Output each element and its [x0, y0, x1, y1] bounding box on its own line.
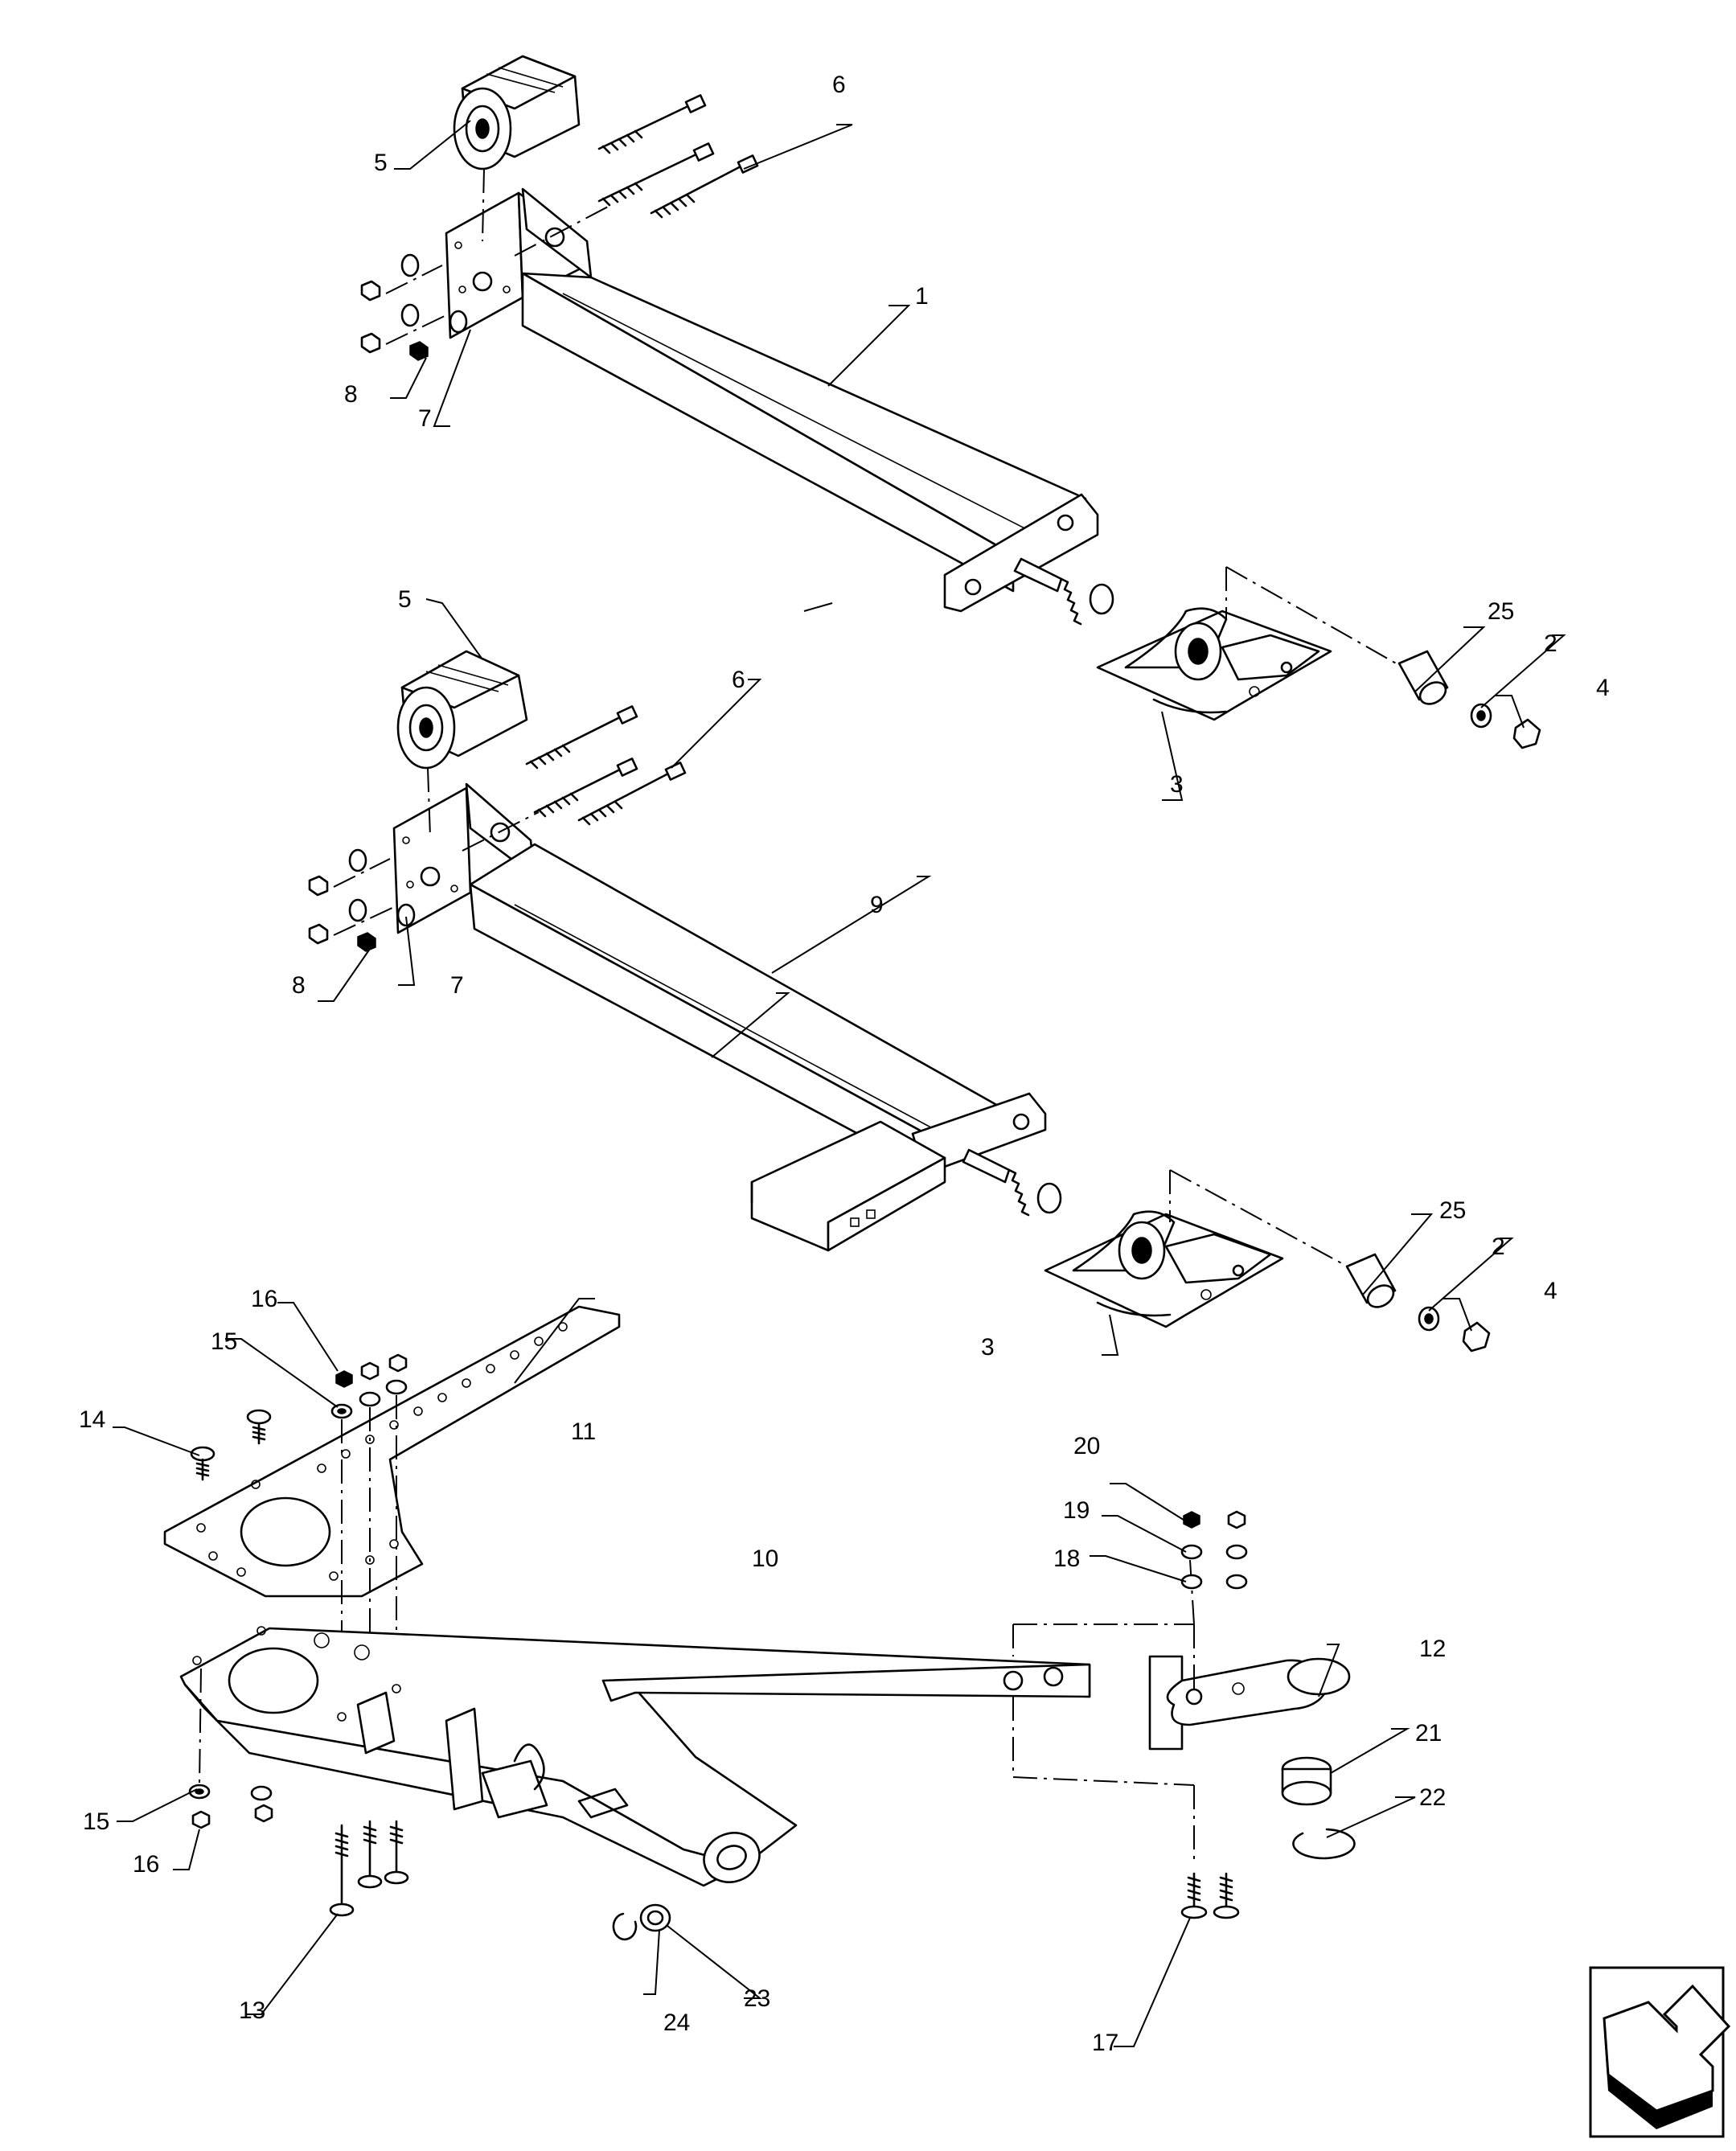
- callout-16: 16: [133, 1851, 159, 1878]
- nuts-washers-clevis: [1180, 1510, 1248, 1590]
- hitch-assembly: [163, 1305, 1356, 1941]
- bolts-bottom: [329, 1820, 409, 1917]
- callout-2: 2: [1544, 630, 1557, 657]
- pivot-mount-lower: [1044, 1210, 1284, 1328]
- cushion-block-lower: [396, 650, 528, 770]
- nuts-washers-bottom: [188, 1668, 273, 1829]
- callout-8: 8: [344, 381, 358, 408]
- clevis-link: [1148, 1655, 1351, 1751]
- callout-25: 25: [1488, 598, 1514, 625]
- callout-6: 6: [732, 667, 745, 693]
- callout-15: 15: [83, 1808, 109, 1835]
- callout-16: 16: [251, 1286, 277, 1312]
- callout-12: 12: [1419, 1636, 1446, 1662]
- callout-4: 4: [1544, 1278, 1557, 1304]
- callout-2: 2: [1492, 1234, 1505, 1260]
- carriage-bolts-top: [190, 1409, 272, 1481]
- callout-19: 19: [1063, 1497, 1090, 1524]
- nuts-washers-lower: [308, 848, 416, 952]
- callout-7: 7: [450, 972, 464, 999]
- callout-3: 3: [981, 1334, 995, 1361]
- callout-5: 5: [398, 586, 412, 613]
- callout-17: 17: [1092, 2030, 1118, 2056]
- callout-22: 22: [1419, 1784, 1446, 1811]
- drawbar-frame: [179, 1626, 1091, 1887]
- arrow-icon[interactable]: [1589, 1966, 1731, 2138]
- callout-5: 5: [374, 150, 388, 176]
- bolts-lower: [525, 705, 687, 826]
- bolts-upper: [597, 94, 759, 219]
- callout-11: 11: [571, 1418, 596, 1445]
- callout-4: 4: [1596, 675, 1610, 701]
- callout-9: 9: [870, 892, 884, 918]
- bolts-clevis: [1180, 1872, 1240, 1919]
- leader-lines: [113, 120, 1566, 2047]
- callout-23: 23: [744, 1985, 770, 2012]
- pivot-mount-upper: [1096, 607, 1332, 721]
- callout-14: 14: [79, 1406, 105, 1433]
- callout-8: 8: [292, 972, 306, 999]
- spacer-washer-nut-upper: [1397, 650, 1541, 749]
- axle-beam-lower: [308, 650, 1491, 1353]
- callout-21: 21: [1415, 1720, 1442, 1747]
- spacer-washer-nut-lower: [1345, 1253, 1491, 1353]
- nuts-washers-upper: [360, 253, 468, 361]
- callout-18: 18: [1053, 1546, 1080, 1572]
- callout-7: 7: [418, 405, 432, 432]
- callout-25: 25: [1439, 1197, 1466, 1224]
- callout-20: 20: [1073, 1433, 1100, 1459]
- bushing-snapring-eye: [612, 1903, 671, 1941]
- callout-3: 3: [1170, 771, 1184, 798]
- bushing-snapring-clevis: [1281, 1756, 1356, 1860]
- callout-6: 6: [832, 72, 846, 98]
- callout-15: 15: [211, 1328, 237, 1355]
- callout-13: 13: [239, 1997, 265, 2024]
- callout-1: 1: [915, 283, 929, 310]
- axle-beam-upper: [360, 55, 1541, 749]
- callout-10: 10: [752, 1546, 778, 1572]
- mounting-plate: [163, 1305, 621, 1598]
- callout-24: 24: [663, 2009, 690, 2036]
- callout-labels: 1 2 2 3 3 4 4 5 5 6 6 7 7 8 8 9 10 11 12…: [79, 72, 1610, 2056]
- cushion-block-upper: [453, 55, 581, 170]
